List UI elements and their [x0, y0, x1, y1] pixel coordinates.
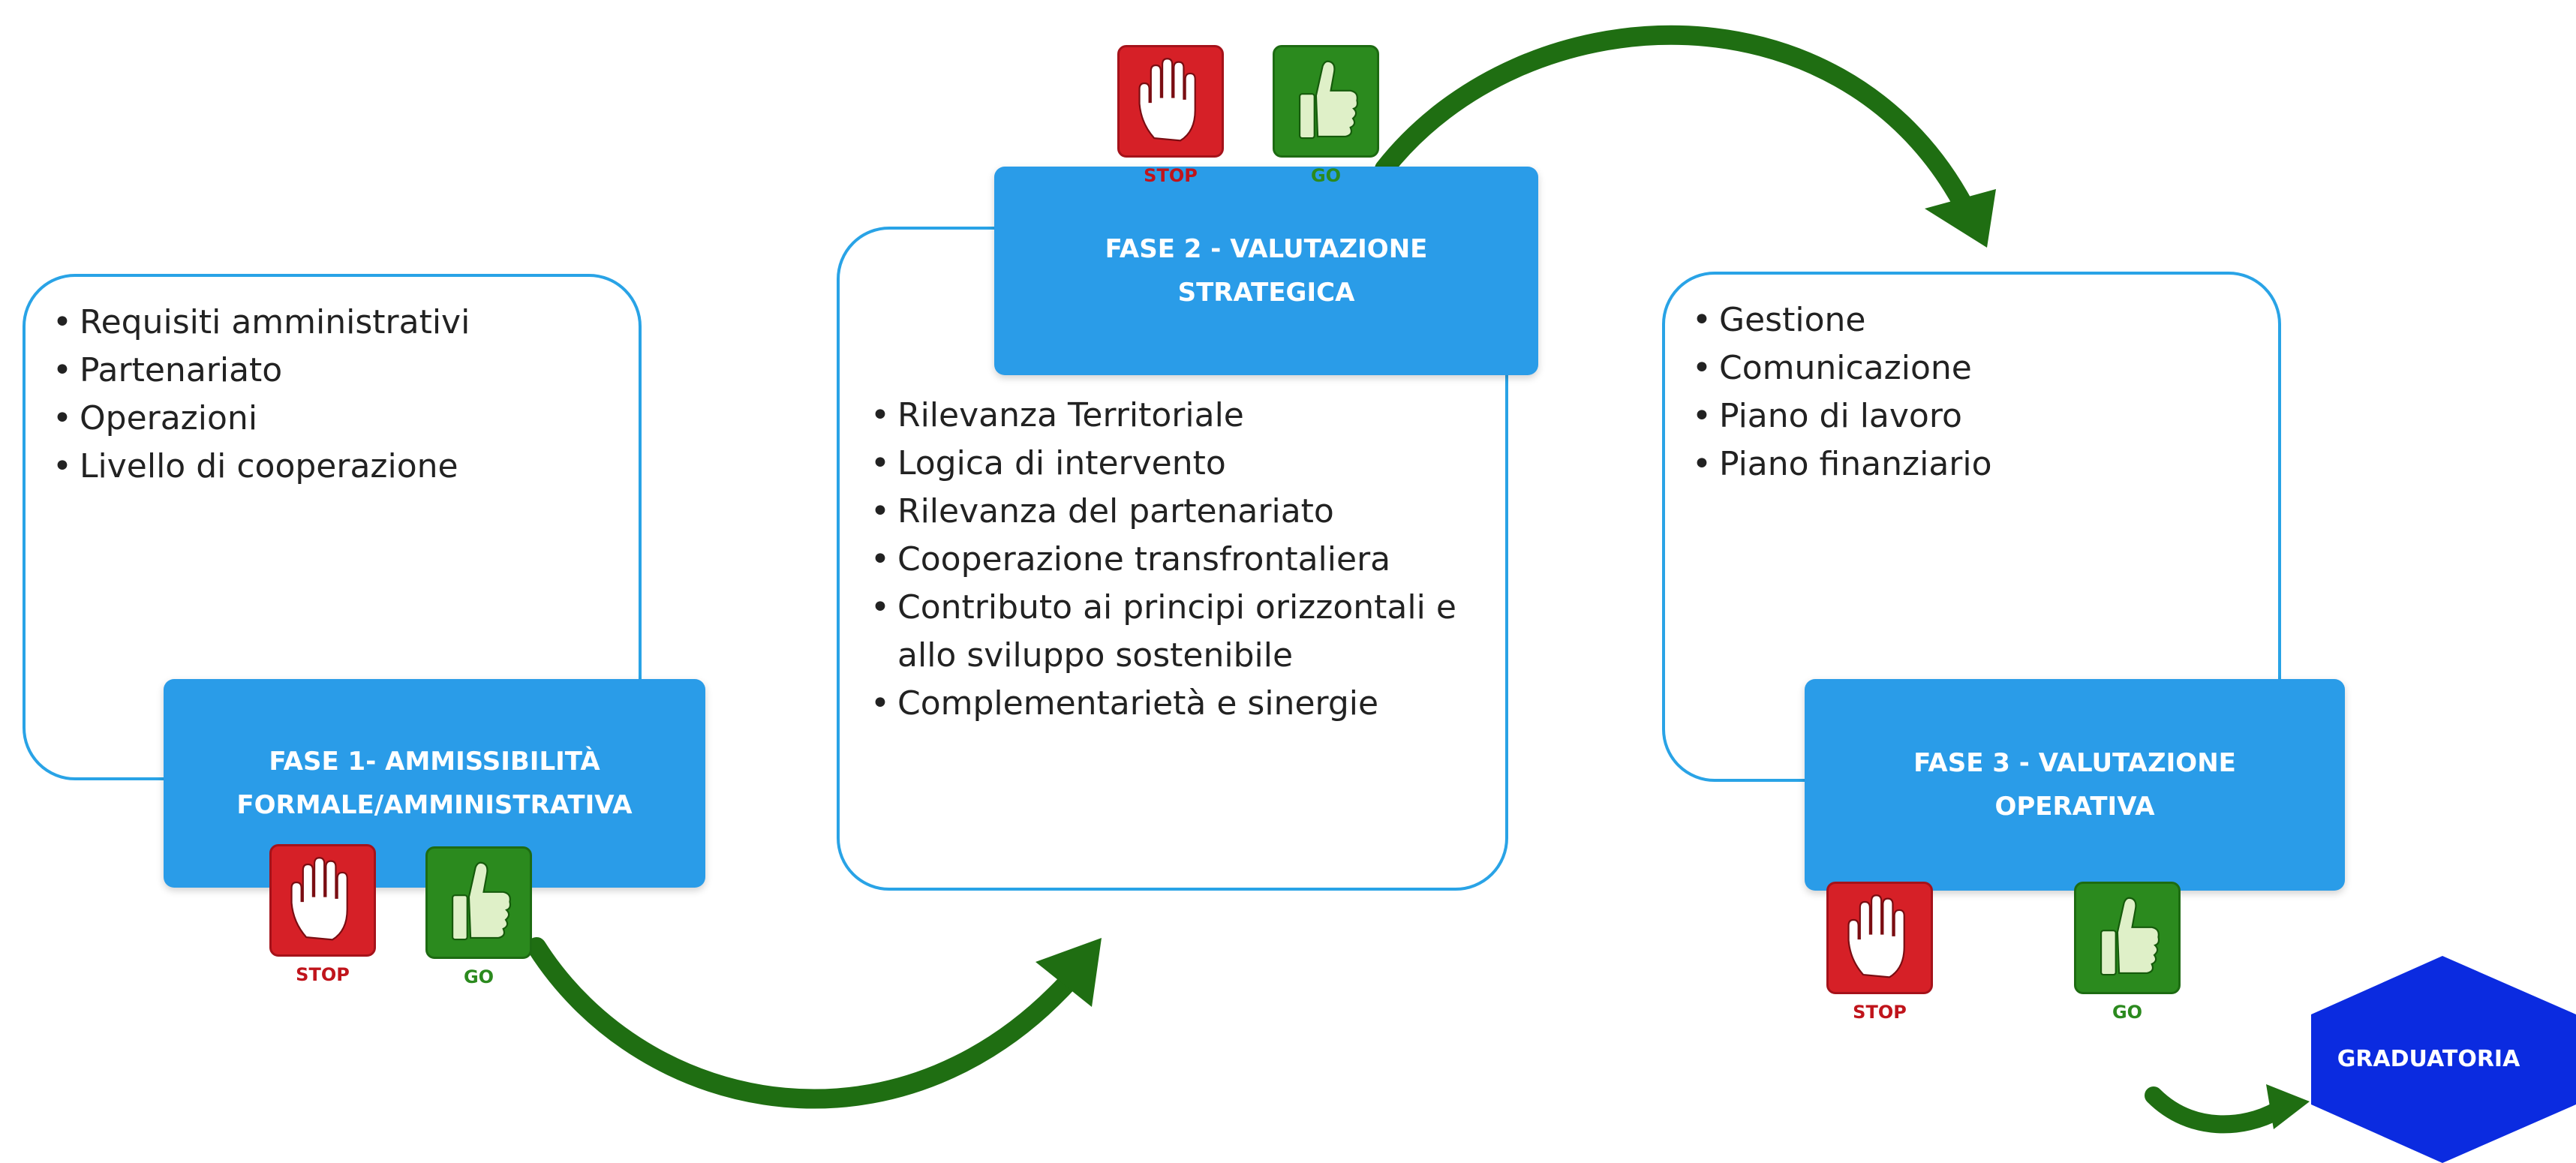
- fase3-criterion: Comunicazione: [1692, 344, 1992, 392]
- fase2-criterion: Rilevanza del partenariato: [870, 488, 1493, 536]
- go-label: GO: [1310, 165, 1342, 186]
- fase3-criterion: Piano di lavoro: [1692, 392, 1992, 440]
- arrow-fase3-to-graduatoria-head: [2266, 1084, 2310, 1129]
- fase3-criterion: Gestione: [1692, 296, 1992, 344]
- fase2-criterion: Rilevanza Territoriale: [870, 392, 1493, 440]
- arrow-fase2-to-fase3: [1375, 25, 1972, 212]
- fase2-criteria-list: Rilevanza Territoriale Logica di interve…: [870, 392, 1493, 728]
- fase1-criteria-list: Requisiti amministrativi Partenariato Op…: [53, 299, 470, 491]
- stop-label: STOP: [1853, 1002, 1907, 1023]
- go-label: GO: [2112, 1002, 2143, 1023]
- fase2-go-sign: GO: [1270, 45, 1382, 206]
- fase1-criterion: Operazioni: [53, 395, 470, 443]
- fase3-stop-sign: STOP: [1823, 882, 1936, 1043]
- arrow-fase2-to-fase3-head: [1925, 189, 1996, 248]
- fase2-criterion: Contributo ai principi orizzontali e all…: [870, 584, 1493, 680]
- graduatoria-node: GRADUATORIA: [2281, 954, 2576, 1163]
- thumbs-up-icon: [1273, 45, 1379, 158]
- arrow-fase3-to-graduatoria: [2145, 1086, 2286, 1134]
- thumbs-up-icon: [425, 846, 532, 959]
- stop-hand-icon: [269, 844, 376, 957]
- fase1-go-sign: GO: [422, 846, 535, 1008]
- stop-hand-icon: [1826, 882, 1933, 994]
- fase2-criterion: Complementarietà e sinergie: [870, 680, 1493, 728]
- fase1-title: FASE 1- AMMISSIBILITÀ FORMALE/AMMINISTRA…: [236, 747, 633, 820]
- fase1-criterion: Partenariato: [53, 347, 470, 395]
- arrow-fase1-to-fase2-head: [1036, 938, 1102, 1007]
- graduatoria-label: GRADUATORIA: [2337, 1045, 2520, 1072]
- fase3-title-box: FASE 3 - VALUTAZIONE OPERATIVA: [1805, 679, 2345, 891]
- stop-label: STOP: [296, 964, 350, 985]
- fase2-title: FASE 2 - VALUTAZIONE STRATEGICA: [1105, 234, 1428, 308]
- fase2-criterion: Logica di intervento: [870, 440, 1493, 488]
- fase3-title: FASE 3 - VALUTAZIONE OPERATIVA: [1913, 748, 2236, 822]
- fase1-stop-sign: STOP: [266, 844, 379, 1005]
- fase3-go-sign: GO: [2071, 882, 2184, 1043]
- fase3-criterion: Piano finanziario: [1692, 440, 1992, 488]
- graduatoria-hexagon: [2311, 956, 2576, 1163]
- fase2-title-box: FASE 2 - VALUTAZIONE STRATEGICA: [994, 167, 1538, 375]
- stop-label: STOP: [1144, 165, 1198, 186]
- go-label: GO: [463, 966, 494, 987]
- fase2-criterion: Cooperazione transfrontaliera: [870, 536, 1493, 584]
- thumbs-up-icon: [2074, 882, 2181, 994]
- fase1-criterion: Requisiti amministrativi: [53, 299, 470, 347]
- fase3-criteria-list: Gestione Comunicazione Piano di lavoro P…: [1692, 296, 1992, 488]
- fase2-stop-sign: STOP: [1114, 45, 1227, 206]
- arrow-fase1-to-fase2: [527, 937, 1090, 1109]
- fase1-criterion: Livello di cooperazione: [53, 443, 470, 491]
- stop-hand-icon: [1117, 45, 1224, 158]
